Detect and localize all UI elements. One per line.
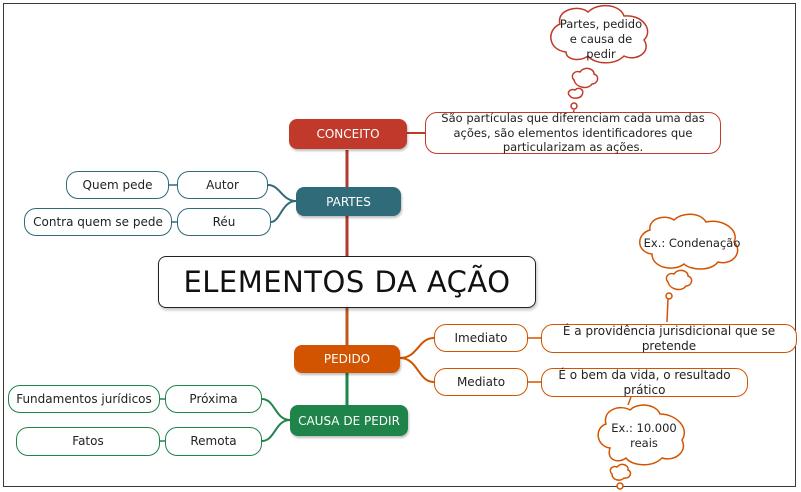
imediato-desc-node[interactable]: É a providência jurisdicional que se pre… [541,324,797,353]
link-partes-autor [267,184,297,202]
pedido-node[interactable]: PEDIDO [294,345,400,373]
cloud-text-conceito: Partes, pedido e causa de pedir [559,17,643,61]
autor-desc-node[interactable]: Quem pede [66,171,169,199]
proxima-desc-node[interactable]: Fundamentos jurídicos [8,385,160,413]
imediato-node[interactable]: Imediato [434,324,528,352]
link-causa-proxima [261,398,291,421]
mediato-desc-node[interactable]: É o bem da vida, o resultado prático [541,368,748,397]
autor-node[interactable]: Autor [177,171,268,199]
cloud-tail-imediato [666,298,669,323]
cloud-text-imediato: Ex.: Condenação [643,236,741,250]
cloud-tail-mediato [627,396,632,406]
reu-node[interactable]: Réu [177,208,271,236]
central-title[interactable]: ELEMENTOS DA AÇÃO [158,256,536,308]
conceito-definition[interactable]: São partículas que diferenciam cada uma … [425,111,721,154]
thought-cloud-imediato [639,213,739,300]
remota-node[interactable]: Remota [165,427,262,456]
remota-desc-node[interactable]: Fatos [16,427,160,456]
link-causa-remota [261,419,291,442]
link-partes-reu [270,200,297,223]
partes-node[interactable]: PARTES [296,187,401,216]
link-pedido-mediato [399,357,435,383]
mediato-node[interactable]: Mediato [434,368,528,396]
proxima-node[interactable]: Próxima [165,385,262,413]
thought-cloud-conceito [550,4,649,110]
causa-node[interactable]: CAUSA DE PEDIR [290,405,408,436]
thought-cloud-mediato [597,404,685,490]
reu-desc-node[interactable]: Contra quem se pede [24,208,172,236]
cloud-text-mediato: Ex.: 10.000 reais [611,421,677,450]
conceito-node[interactable]: CONCEITO [289,119,407,149]
link-pedido-imediato [399,337,435,359]
frame-border [3,3,796,487]
